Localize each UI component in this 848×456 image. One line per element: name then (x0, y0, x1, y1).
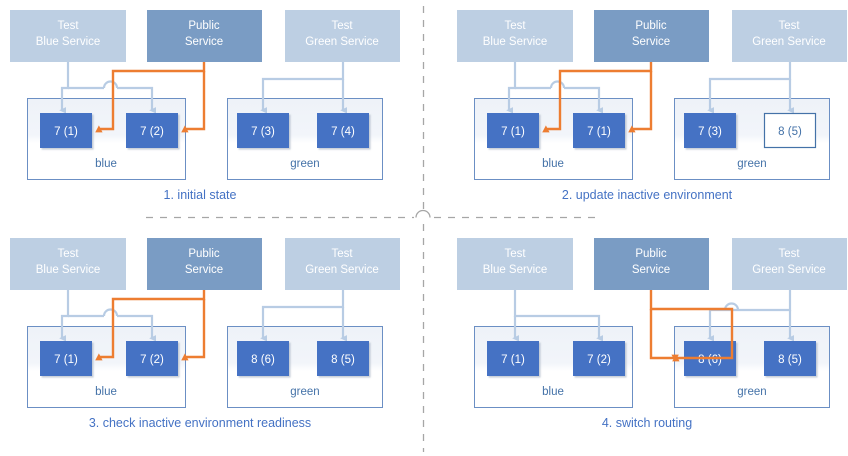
environment-label: green (737, 158, 766, 170)
service-label-line1: Public (635, 248, 667, 260)
service-test-blue[interactable]: Test Blue Service (10, 238, 126, 290)
node-green-0[interactable]: 7 (3) (237, 113, 289, 148)
service-public[interactable]: Public Service (594, 238, 709, 290)
service-label-line1: Test (331, 20, 353, 32)
service-public[interactable]: Public Service (594, 10, 709, 62)
node-label: 8 (5) (778, 126, 802, 138)
node-label: 7 (1) (501, 354, 525, 366)
node-label: 7 (1) (54, 354, 78, 366)
service-label-line2: Blue Service (36, 264, 101, 276)
service-label-line2: Green Service (305, 264, 379, 276)
service-test-green[interactable]: Test Green Service (285, 238, 400, 290)
public-routing-arrows (95, 290, 206, 361)
node-blue-0[interactable]: 7 (1) (487, 113, 539, 148)
node-green-1[interactable]: 8 (5) (317, 341, 369, 376)
node-blue-1[interactable]: 7 (2) (573, 341, 625, 376)
service-test-blue[interactable]: Test Blue Service (457, 238, 573, 290)
test-blue-routing-arrows (512, 290, 604, 342)
test-blue-routing-arrows (59, 62, 157, 114)
service-label-line2: Service (185, 264, 223, 276)
node-label: 8 (5) (778, 354, 802, 366)
service-label-line1: Test (778, 20, 800, 32)
environment-label: blue (542, 158, 564, 170)
node-label: 8 (6) (698, 354, 722, 366)
node-blue-0[interactable]: 7 (1) (40, 113, 92, 148)
node-label: 7 (4) (331, 126, 355, 138)
panel-2: Test Blue Service Public Service Test Gr… (457, 10, 847, 202)
node-blue-0[interactable]: 7 (1) (40, 341, 92, 376)
service-label-line1: Public (635, 20, 667, 32)
node-green-0[interactable]: 8 (6) (237, 341, 289, 376)
service-label-line2: Green Service (752, 264, 826, 276)
service-test-green[interactable]: Test Green Service (732, 10, 847, 62)
service-label-line2: Service (632, 36, 670, 48)
node-green-0[interactable]: 7 (3) (684, 113, 736, 148)
environment-label: green (290, 158, 319, 170)
panel-caption: 4. switch routing (602, 416, 692, 430)
node-green-1[interactable]: 7 (4) (317, 113, 369, 148)
service-test-green[interactable]: Test Green Service (732, 238, 847, 290)
node-label: 7 (3) (698, 126, 722, 138)
service-label-line1: Test (331, 248, 353, 260)
test-green-routing-arrows (707, 62, 795, 114)
service-label-line1: Test (504, 248, 526, 260)
environment-label: blue (542, 386, 564, 398)
panel-1: Test Blue Service Public Service Test Gr… (10, 10, 400, 202)
node-label: 7 (2) (587, 354, 611, 366)
node-label: 7 (1) (54, 126, 78, 138)
service-label-line1: Test (57, 248, 79, 260)
service-label-line2: Green Service (305, 36, 379, 48)
service-label-line1: Test (778, 248, 800, 260)
panel-dividers (146, 6, 600, 452)
node-blue-0[interactable]: 7 (1) (487, 341, 539, 376)
service-label-line1: Test (57, 20, 79, 32)
service-label-line2: Blue Service (483, 264, 548, 276)
service-label-line1: Public (188, 248, 220, 260)
node-label: 8 (6) (251, 354, 275, 366)
node-label: 7 (1) (501, 126, 525, 138)
test-blue-routing-arrows (59, 290, 157, 342)
environment-label: green (290, 386, 319, 398)
service-label-line2: Service (185, 36, 223, 48)
panel-caption: 2. update inactive environment (562, 188, 733, 202)
service-test-green[interactable]: Test Green Service (285, 10, 400, 62)
public-routing-arrows (649, 290, 734, 362)
environment-label: blue (95, 386, 117, 398)
service-label-line2: Green Service (752, 36, 826, 48)
panel-3: Test Blue Service Public Service Test Gr… (10, 238, 400, 430)
test-green-routing-arrows (260, 290, 348, 342)
node-green-1[interactable]: 8 (5) (763, 112, 817, 149)
node-label: 7 (2) (140, 354, 164, 366)
service-label-line2: Blue Service (483, 36, 548, 48)
node-blue-1[interactable]: 7 (1) (573, 113, 625, 148)
service-label-line2: Service (632, 264, 670, 276)
node-label: 7 (1) (587, 126, 611, 138)
service-label-line2: Blue Service (36, 36, 101, 48)
node-label: 7 (2) (140, 126, 164, 138)
node-blue-1[interactable]: 7 (2) (126, 113, 178, 148)
service-label-line1: Public (188, 20, 220, 32)
test-green-routing-arrows (260, 62, 348, 114)
service-public[interactable]: Public Service (147, 10, 262, 62)
public-routing-arrows (542, 62, 653, 133)
service-label-line1: Test (504, 20, 526, 32)
node-blue-1[interactable]: 7 (2) (126, 341, 178, 376)
panel-4: Test Blue Service Public Service Test Gr… (457, 238, 847, 430)
public-routing-arrows (95, 62, 206, 133)
node-green-1[interactable]: 8 (5) (764, 341, 816, 376)
service-test-blue[interactable]: Test Blue Service (10, 10, 126, 62)
environment-label: green (737, 386, 766, 398)
test-blue-routing-arrows (506, 62, 604, 114)
node-label: 8 (5) (331, 354, 355, 366)
service-test-blue[interactable]: Test Blue Service (457, 10, 573, 62)
node-label: 7 (3) (251, 126, 275, 138)
panel-caption: 3. check inactive environment readiness (89, 416, 311, 430)
environment-label: blue (95, 158, 117, 170)
panel-caption: 1. initial state (164, 188, 237, 202)
service-public[interactable]: Public Service (147, 238, 262, 290)
